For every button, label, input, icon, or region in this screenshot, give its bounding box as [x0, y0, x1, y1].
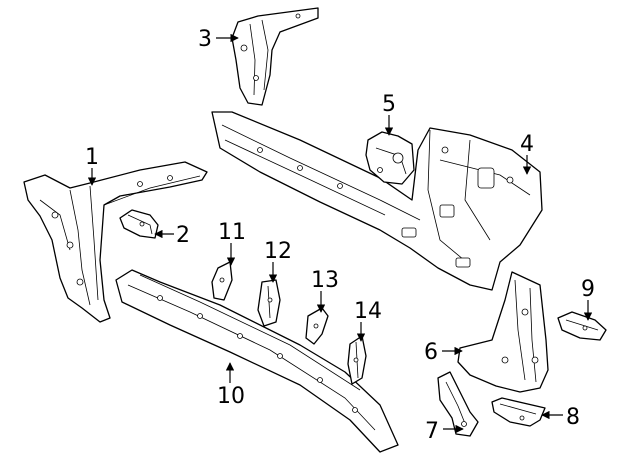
- part-9-plate[interactable]: [557, 311, 607, 341]
- callout-9: 9: [581, 277, 595, 302]
- callout-2: 2: [176, 223, 190, 248]
- part-13-brace[interactable]: [305, 307, 329, 345]
- callout-14: 14: [354, 299, 382, 324]
- part-7-bracket[interactable]: [437, 371, 479, 437]
- part-4-panel[interactable]: [211, 111, 543, 291]
- callout-4: 4: [520, 132, 534, 157]
- part-14-brace[interactable]: [347, 335, 367, 385]
- callout-7: 7: [425, 419, 439, 444]
- leader-lines: [87, 33, 593, 434]
- callout-12: 12: [264, 239, 292, 264]
- part-10-sill[interactable]: [115, 269, 399, 453]
- callout-8: 8: [566, 405, 580, 430]
- part-8-strip[interactable]: [491, 397, 546, 427]
- part-1-pillar[interactable]: [23, 161, 208, 323]
- callout-3: 3: [198, 27, 212, 52]
- callout-6: 6: [424, 340, 438, 365]
- callout-11: 11: [218, 220, 246, 245]
- callout-5: 5: [382, 92, 396, 117]
- part-6-pillar[interactable]: [457, 271, 549, 393]
- part-11-brace[interactable]: [211, 261, 233, 301]
- callout-13: 13: [311, 268, 339, 293]
- part-2-bracket[interactable]: [119, 209, 159, 239]
- callout-10: 10: [217, 384, 245, 409]
- callout-1: 1: [85, 145, 99, 170]
- part-12-brace[interactable]: [257, 279, 281, 327]
- part-3-reinforcement[interactable]: [231, 7, 319, 106]
